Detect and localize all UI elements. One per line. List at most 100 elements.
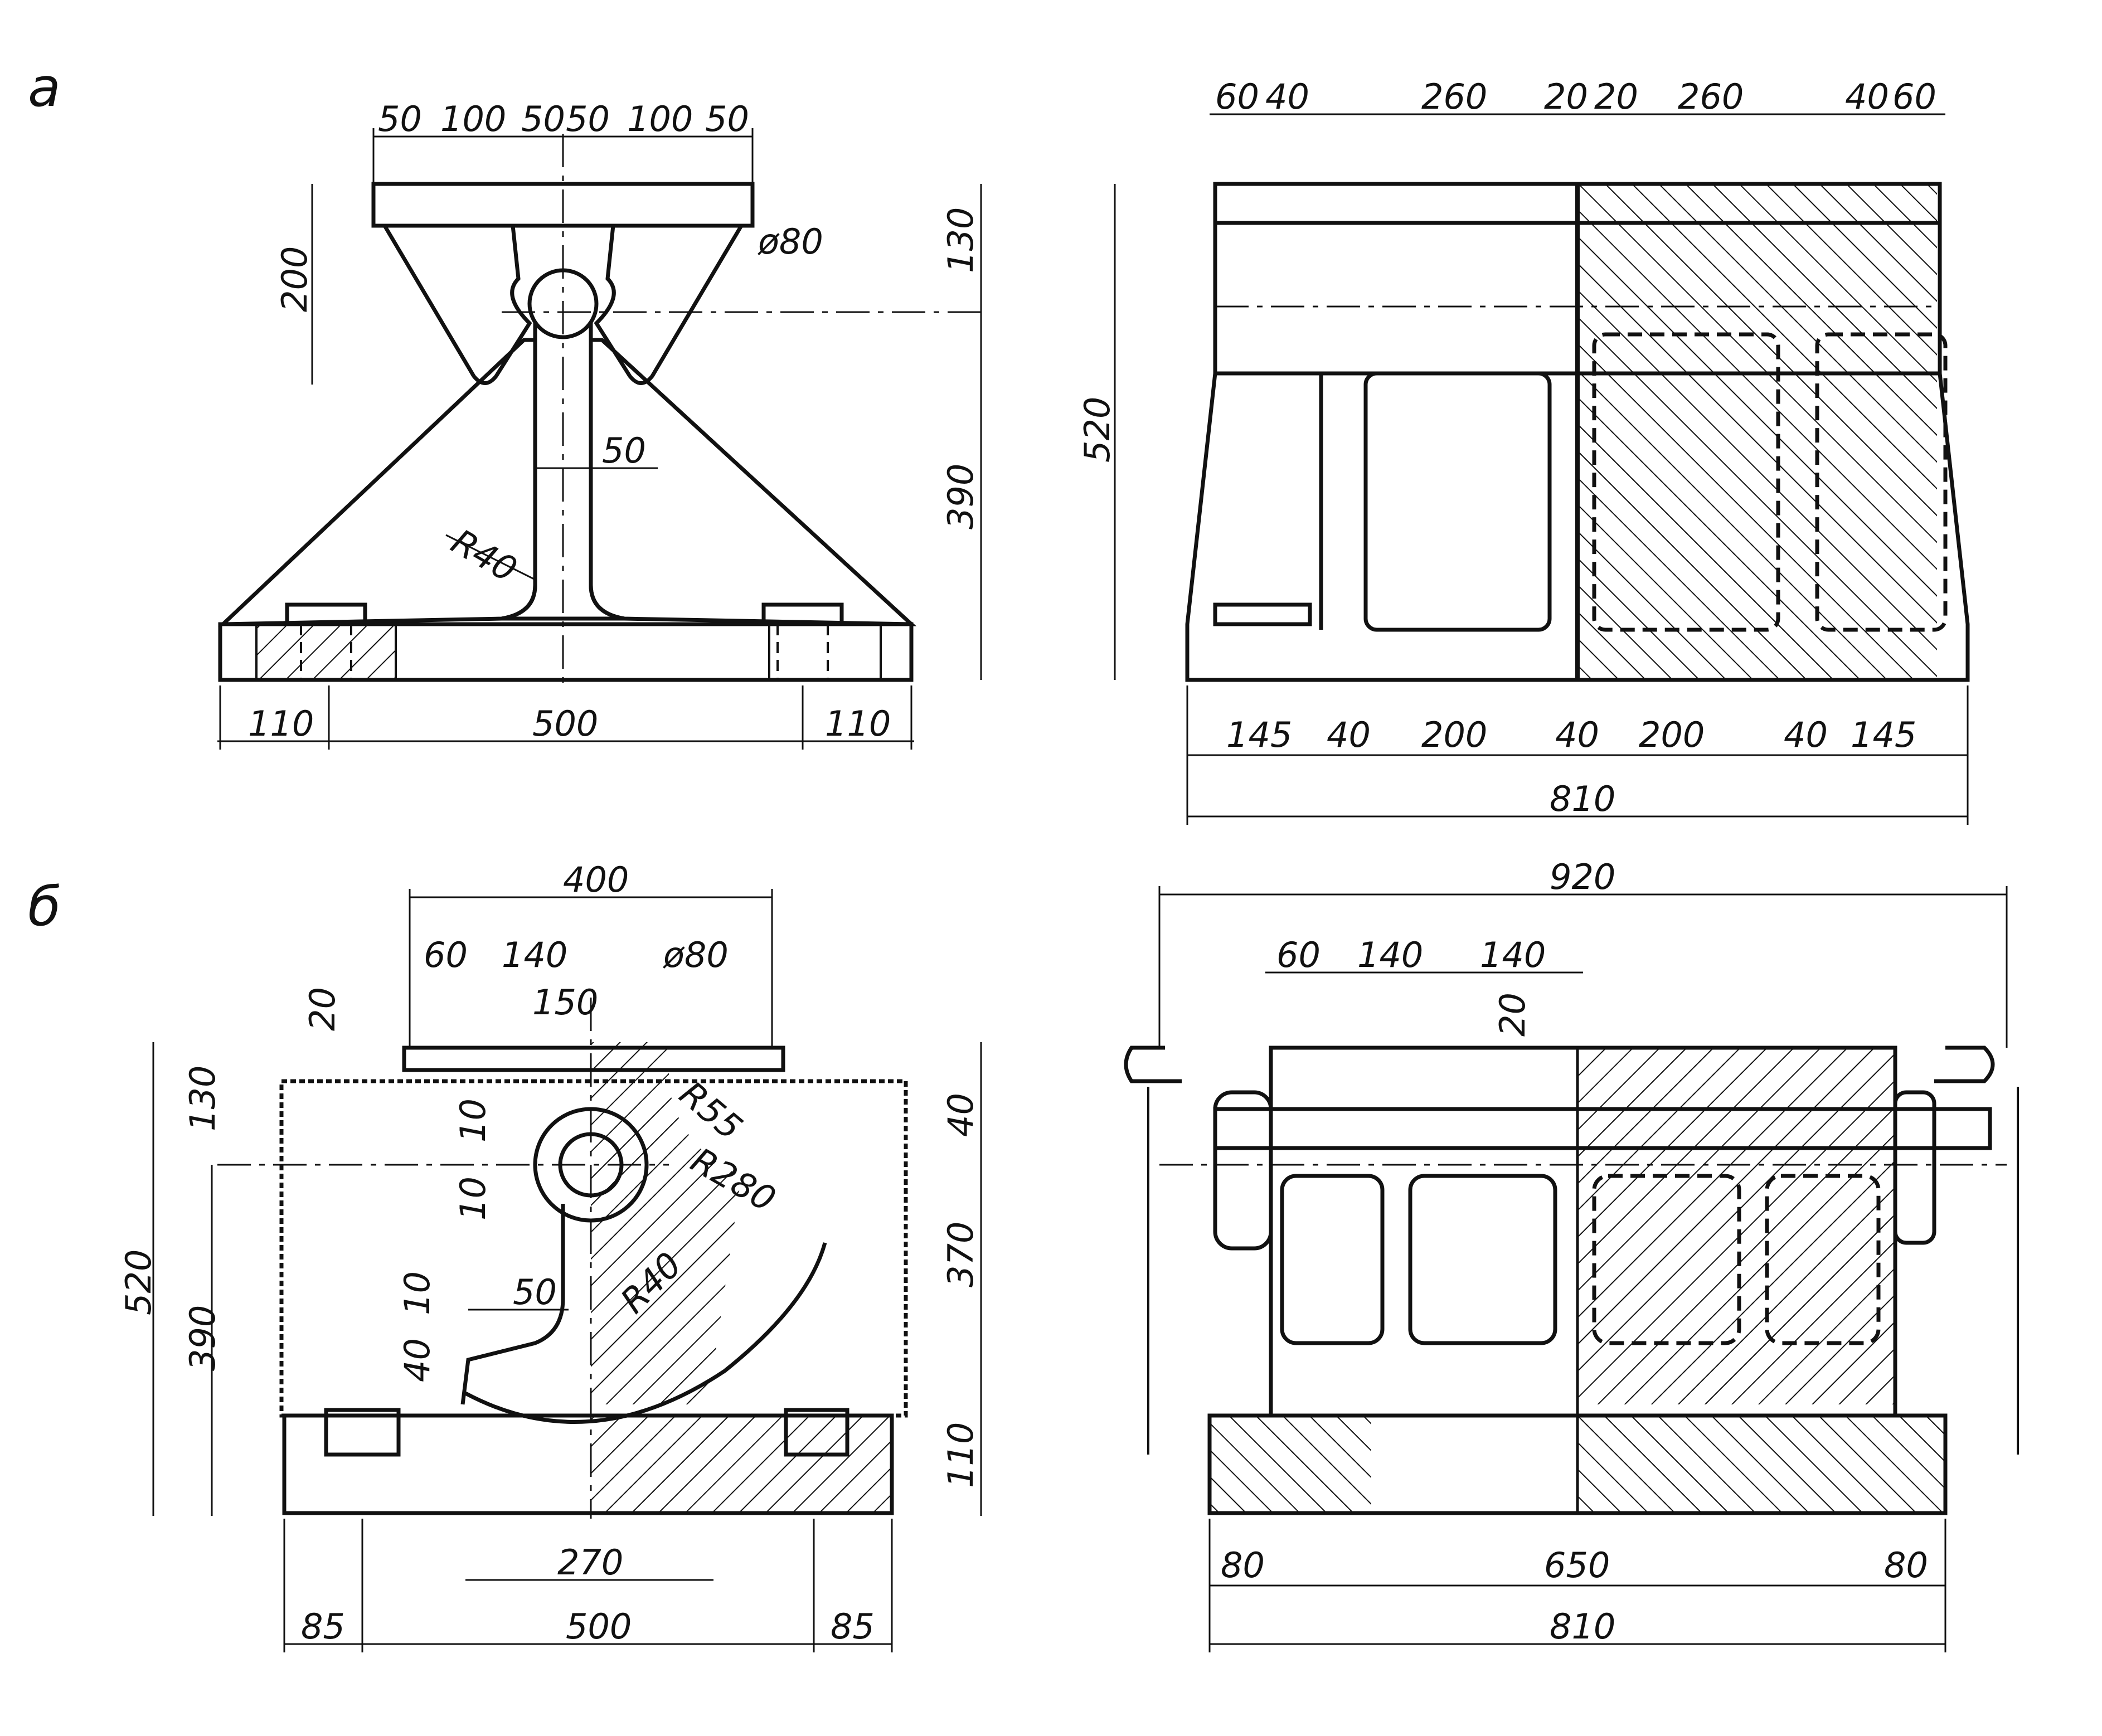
b-front-dim-400: 400: [563, 859, 629, 900]
b-side-handle-left: [1124, 1046, 1182, 1083]
b-front-dim-370: 370: [940, 1222, 981, 1287]
a-front-dim-rib50: 50: [602, 430, 646, 471]
b-side-hatch-upper: [1577, 1048, 1895, 1404]
view-b-side: [1124, 1046, 2019, 1515]
a-side-bottom-dim-6: 145: [1851, 714, 1916, 755]
view-a-front-dims: [217, 128, 982, 750]
b-side-hub-right: [1893, 1090, 1936, 1245]
b-front-arc-r280: [464, 1242, 827, 1424]
b-front-rib: [460, 1204, 565, 1405]
a-front-base: [218, 622, 914, 682]
b-side-dim-20: 20: [1492, 993, 1533, 1037]
a-side-cavity-3: [1815, 332, 1948, 632]
b-front-dim-20: 20: [302, 987, 343, 1031]
b-front-dim-50: 50: [513, 1272, 557, 1312]
a-side-bottom-dim-2: 200: [1421, 714, 1487, 755]
a-front-bolt-pad-right: [761, 602, 844, 626]
b-front-dim-10b: 10: [453, 1176, 493, 1220]
a-side-total-dim: 810: [1550, 779, 1615, 819]
view-b-front-dims: [152, 889, 982, 1652]
b-side-cavity-2: [1408, 1174, 1557, 1345]
a-side-dim-520: 520: [1077, 397, 1118, 463]
a-front-v-right: [594, 225, 744, 385]
a-side-cavity-1: [1363, 371, 1552, 632]
a-front-dim-390: 390: [940, 464, 981, 529]
a-side-top-dim-3: 20: [1544, 76, 1588, 117]
a-front-top-dim-2: 50: [521, 99, 565, 139]
a-side-bottom-dim-0: 145: [1226, 714, 1292, 755]
b-front-dim-150: 150: [532, 982, 598, 1023]
a-side-cavity-2: [1592, 332, 1780, 632]
b-front-dim-270: 270: [557, 1542, 623, 1583]
b-front-body: [279, 1079, 908, 1418]
b-front-bottom-dim-0: 85: [301, 1606, 345, 1647]
a-front-bottom-dim-2: 110: [825, 703, 891, 744]
a-front-bottom-dim-0: 110: [248, 703, 314, 744]
b-front-pad-left: [324, 1408, 401, 1457]
b-front-dim-520: 520: [118, 1249, 159, 1315]
a-side-top-dim-6: 40: [1845, 76, 1889, 117]
b-side-total-top-dim: 920: [1550, 857, 1615, 897]
b-front-hatch-upper: [591, 1042, 741, 1404]
a-front-base-hatch-left: [255, 623, 397, 681]
b-side-handle-right: [1934, 1046, 1995, 1083]
a-front-dim-130: 130: [940, 207, 981, 273]
a-front-top-dim-3: 50: [566, 99, 610, 139]
b-side-hatch-base-right: [1577, 1416, 1945, 1513]
b-front-hatch-base: [591, 1416, 892, 1513]
b-side-total-dim: 810: [1550, 1606, 1615, 1647]
a-side-hatch-section: [1577, 184, 1937, 680]
b-front-dim-10c: 10: [397, 1271, 438, 1315]
a-side-bottom-dim-4: 200: [1639, 714, 1705, 755]
b-side-hatch-base-left: [1210, 1416, 1371, 1513]
view-b-side-dims: [1158, 886, 2008, 1652]
b-front-dim-130: 130: [182, 1066, 223, 1131]
a-side-top-dim-5: 260: [1678, 76, 1744, 117]
figure-label-b: б: [28, 876, 61, 938]
b-side-hub-left: [1213, 1090, 1273, 1251]
a-front-column: [501, 323, 625, 621]
b-front-dim-10a: 10: [453, 1098, 493, 1142]
b-side-bottom-dim-2: 80: [1884, 1545, 1928, 1586]
a-side-bottom-dim-1: 40: [1327, 714, 1371, 755]
b-front-dim-h40: 40: [940, 1093, 981, 1137]
a-front-dim-r40: R40: [445, 521, 524, 590]
a-side-top-dim-4: 20: [1594, 76, 1638, 117]
b-front-top-dim-1: 140: [502, 935, 567, 975]
a-side-top-dim-0: 60: [1215, 76, 1259, 117]
a-front-dim-200: 200: [274, 246, 315, 312]
b-side-top-dim-0: 60: [1276, 935, 1321, 975]
a-front-dim-dia80: ø80: [758, 221, 823, 262]
b-front-top-rail: [402, 1046, 785, 1072]
a-front-base-hatch-right: [768, 623, 882, 681]
a-front-top-dim-4: 100: [627, 99, 693, 139]
view-a-side: [1185, 182, 1970, 682]
a-front-bolt-pad-left: [285, 602, 367, 626]
a-front-top-dim-0: 50: [378, 99, 422, 139]
b-side-bottom-dim-1: 650: [1544, 1545, 1610, 1586]
b-side-bottom-dim-0: 80: [1221, 1545, 1265, 1586]
view-a-side-dims: [1114, 113, 1969, 825]
a-side-pad: [1213, 602, 1312, 626]
view-a-front-top-dims: 50 100 50 50 100 50: [378, 99, 749, 139]
a-front-top-dim-1: 100: [440, 99, 506, 139]
a-side-bottom-dim-5: 40: [1784, 714, 1828, 755]
view-a-front: [218, 134, 987, 685]
b-front-dim-390: 390: [182, 1305, 223, 1371]
b-side-cavity-1: [1280, 1174, 1385, 1345]
a-front-top-dim-5: 50: [705, 99, 749, 139]
b-front-bottom-dim-2: 85: [831, 1606, 875, 1647]
b-side-top-dim-1: 140: [1357, 935, 1423, 975]
view-b-front: [217, 998, 908, 1519]
a-side-bottom-dim-3: 40: [1555, 714, 1599, 755]
a-side-top-dim-7: 60: [1892, 76, 1936, 117]
a-front-v-left: [382, 225, 532, 385]
b-front-pad-right: [784, 1408, 849, 1457]
b-side-top-dim-2: 140: [1480, 935, 1546, 975]
b-side-cavity-3: [1592, 1174, 1741, 1345]
figure-label-a: а: [28, 56, 61, 119]
b-front-top-dim-0: 60: [424, 935, 468, 975]
a-side-top-dim-2: 260: [1421, 76, 1487, 117]
a-side-top-dim-1: 40: [1265, 76, 1309, 117]
